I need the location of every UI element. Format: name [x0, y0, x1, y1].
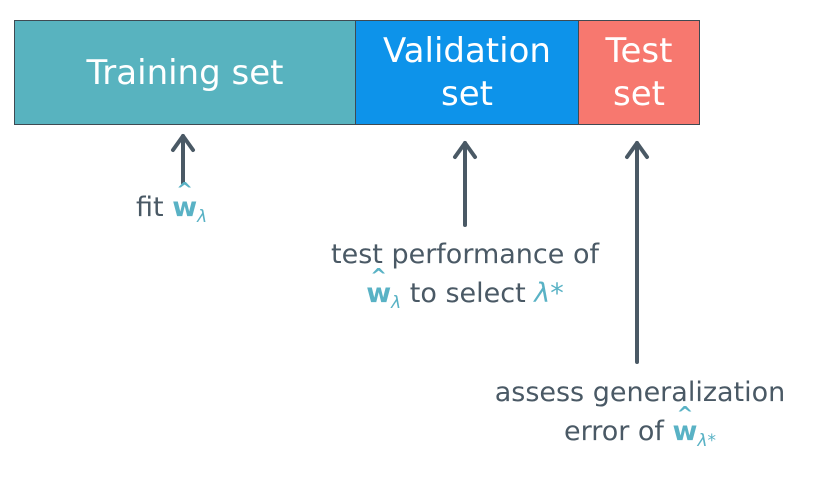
training-set-segment: Training set [15, 21, 355, 124]
validation-line-2: wλ to select λ* [300, 274, 630, 313]
up-arrow-icon [453, 141, 477, 227]
validation-set-label: Validation set [383, 31, 551, 114]
validation-line-1: test performance of [331, 239, 599, 270]
lambda-star-subscript: λ* [697, 431, 717, 452]
fit-annotation: fit wλ [136, 188, 207, 227]
test-annotation: assess generalization error of wλ* [470, 373, 810, 451]
test-line-2: error of wλ* [470, 412, 810, 451]
validation-set-segment: Validation set [355, 21, 578, 124]
w-hat-symbol: w [172, 188, 197, 227]
lambda-subscript: λ [197, 207, 208, 227]
data-split-bar: Training set Validation set Test set [14, 20, 700, 125]
test-prefix: error of [563, 416, 673, 448]
lambda-star-symbol: λ* [534, 278, 564, 310]
w-hat-symbol: w [673, 412, 698, 451]
test-line-1: assess generalization [494, 377, 786, 408]
lambda-subscript: λ [391, 293, 402, 314]
test-set-label: Test set [605, 31, 673, 114]
validation-annotation: test performance of wλ to select λ* [300, 235, 630, 313]
training-set-label: Training set [86, 52, 284, 93]
test-set-segment: Test set [578, 21, 699, 124]
validation-middle-text: to select [401, 278, 535, 310]
up-arrow-icon [625, 141, 649, 364]
w-hat-symbol: w [366, 274, 391, 313]
fit-prefix: fit [136, 192, 173, 223]
